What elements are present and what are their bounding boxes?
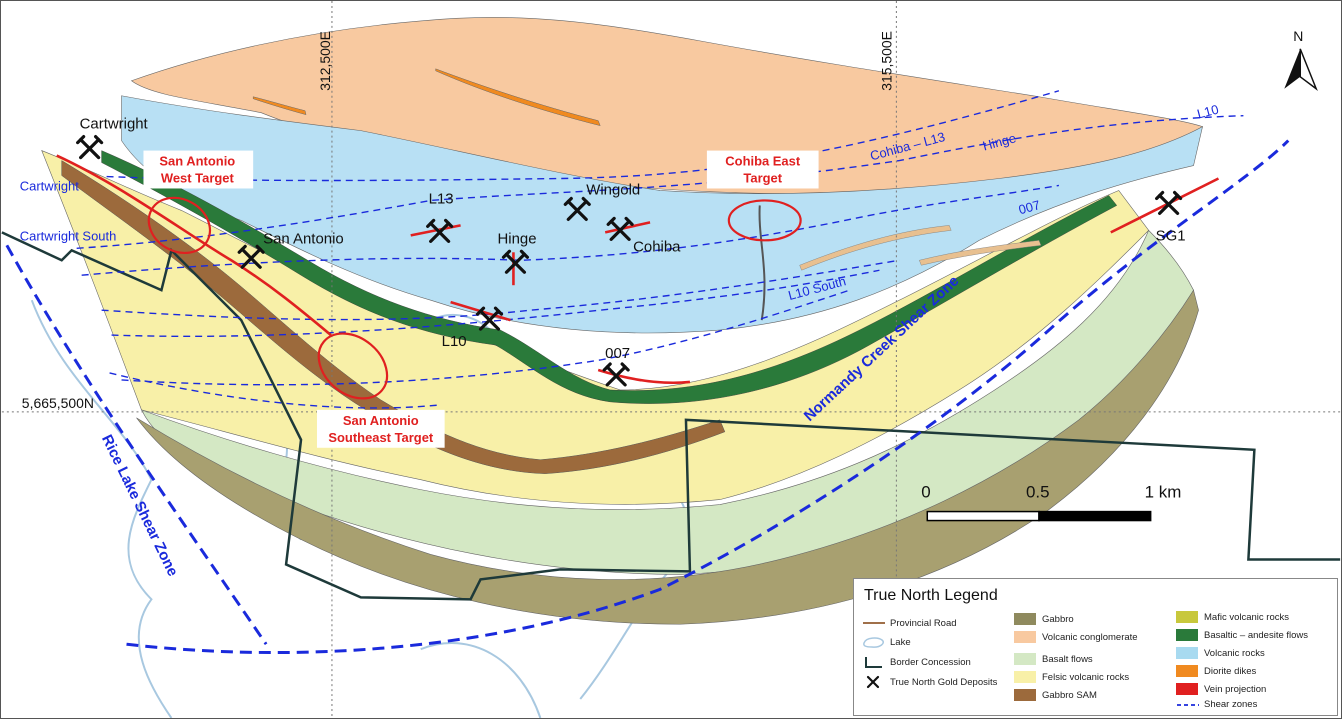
legend-swatch — [1014, 631, 1036, 643]
legend-item-border-concession: Border Concession — [862, 655, 971, 669]
legend-item-deposits: True North Gold Deposits — [862, 675, 997, 689]
legend-swatch — [1176, 665, 1198, 677]
northing-label: 5,665,500N — [22, 395, 94, 411]
road-line-icon — [863, 622, 885, 624]
legend-swatch — [1014, 671, 1036, 683]
basalt-flows-unit — [140, 229, 1194, 575]
legend-item-basaltic-andesite: Basaltic – andesite flows — [1176, 629, 1308, 641]
legend-item-diorite-dikes: Diorite dikes — [1176, 665, 1256, 677]
deposit-label-cohiba: Cohiba — [633, 238, 681, 255]
provincial-road — [758, 205, 766, 321]
volcanic-rocks-unit — [121, 95, 1203, 334]
deposit-label-hinge: Hinge — [497, 230, 536, 247]
deposit-label-l13: L13 — [429, 190, 454, 207]
legend-swatch — [1176, 683, 1198, 695]
legend-item-mafic-volcanic: Mafic volcanic rocks — [1176, 611, 1289, 623]
target-ellipses — [139, 187, 802, 411]
deposit-label-l10: L10 — [442, 333, 467, 350]
lake-outline-icon — [863, 637, 884, 648]
target-label-line: West Target — [161, 170, 235, 185]
legend-swatch — [1176, 647, 1198, 659]
target-label-line: San Antonio — [159, 154, 235, 169]
legend-item-road: Provincial Road — [862, 617, 957, 629]
gabbro-unit — [136, 289, 1199, 625]
legend-item-lake: Lake — [862, 635, 911, 649]
deposit-label-cartwright: Cartwright — [80, 116, 149, 133]
target-label-line: Southeast Target — [328, 430, 434, 445]
hammer-pick-icon[interactable] — [76, 135, 104, 160]
scale-label-0: 0 — [921, 483, 930, 502]
shear-label-cartwright: Cartwright — [20, 178, 79, 193]
shear-label-007: 007 — [1017, 197, 1042, 217]
concession-line-icon — [865, 657, 882, 668]
target-ellipse-san-antonio-southeast[interactable] — [306, 320, 400, 411]
border-concession — [1, 231, 1341, 601]
legend-swatch — [1176, 611, 1198, 623]
shear-label-cartwright-south: Cartwright South — [20, 228, 116, 243]
hammer-pick-icon[interactable] — [426, 218, 454, 243]
hammer-pick-icon — [866, 675, 880, 689]
scale-bar: 0 0.5 1 km — [921, 483, 1182, 522]
target-label-line: Target — [743, 170, 782, 185]
legend-swatch — [1176, 629, 1198, 641]
legend-title: True North Legend — [864, 587, 998, 604]
hammer-pick-icon[interactable] — [602, 362, 630, 387]
hammer-pick-icon[interactable] — [501, 249, 529, 274]
deposit-label-wingold: Wingold — [586, 181, 640, 198]
legend-item-gabbro-sam: Gabbro SAM — [1014, 689, 1097, 701]
hammer-pick-icon[interactable] — [237, 244, 265, 269]
legend-item-volcanic-rocks: Volcanic rocks — [1176, 647, 1265, 659]
diorite-dikes — [252, 68, 601, 127]
target-ellipse-san-antonio-west[interactable] — [139, 187, 220, 264]
shear-label-l10: L10 — [1195, 101, 1220, 121]
legend-item-basalt-flows: Basalt flows — [1014, 653, 1093, 665]
legend-item-shear-zones: Shear zones — [1176, 699, 1257, 710]
legend-item-felsic-volcanic: Felsic volcanic rocks — [1014, 671, 1129, 683]
deposit-label-007: 007 — [605, 345, 630, 362]
target-label-line: Cohiba East — [725, 154, 801, 169]
major-shear-zones — [5, 139, 1290, 654]
minor-dikes — [799, 225, 1042, 271]
easting-label-left: 312,500E — [317, 31, 333, 91]
legend-item-volcanic-conglomerate: Volcanic conglomerate — [1014, 631, 1138, 643]
hammer-pick-icon[interactable] — [475, 306, 504, 331]
shear-zones — [76, 90, 1244, 409]
deposit-label-san-antonio: San Antonio — [263, 230, 344, 247]
target-label-line: San Antonio — [343, 413, 419, 428]
hammer-pick-icon[interactable] — [1155, 190, 1183, 216]
legend-item-gabbro: Gabbro — [1014, 613, 1074, 625]
legend-swatch — [1014, 653, 1036, 665]
deposit-labels: Cartwright San Antonio L13 Wingold Hinge… — [80, 116, 1186, 362]
target-ellipse-cohiba-east[interactable] — [727, 199, 802, 242]
deposit-label-sg1: SG1 — [1156, 227, 1186, 244]
north-arrow: N — [1284, 28, 1318, 91]
legend-swatch — [1014, 613, 1036, 625]
map-legend: True North Legend Provincial Road Lake B… — [853, 578, 1338, 716]
legend-item-vein-projection: Vein projection — [1176, 683, 1266, 695]
shear-label-rice-lake: Rice Lake Shear Zone — [98, 432, 181, 579]
scale-label-half: 0.5 — [1026, 483, 1050, 502]
hammer-pick-icon[interactable] — [563, 196, 591, 221]
scale-label-1km: 1 km — [1145, 483, 1182, 502]
legend-swatch — [1014, 689, 1036, 701]
hammer-pick-icon[interactable] — [606, 216, 634, 241]
deposit-markers — [76, 135, 1183, 387]
north-label: N — [1293, 28, 1303, 44]
easting-label-right: 315,500E — [878, 31, 894, 91]
dashed-line-icon — [1177, 703, 1199, 706]
